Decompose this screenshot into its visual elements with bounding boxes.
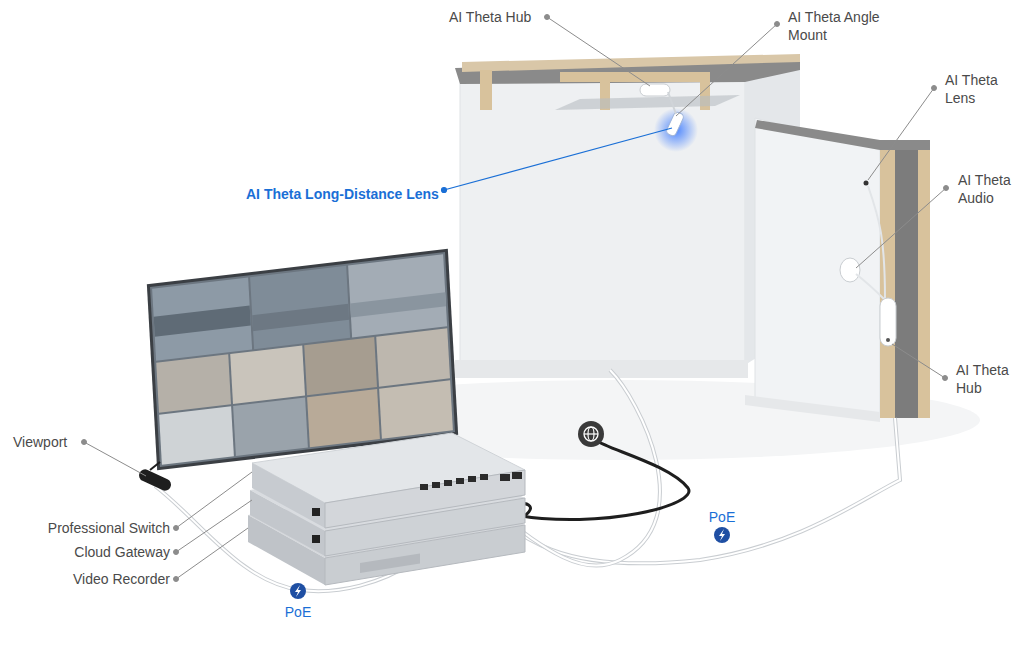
callout-label: Cloud Gateway bbox=[20, 543, 170, 561]
callout-label: Viewport bbox=[13, 433, 67, 451]
callout-label: AI Theta Hub bbox=[956, 361, 1018, 397]
callout-label: AI Theta Lens bbox=[945, 71, 1009, 107]
callout-label: AI Theta Hub bbox=[449, 8, 531, 26]
poe-label: PoE bbox=[707, 508, 737, 526]
poe-label: PoE bbox=[283, 603, 313, 621]
callout-label: Video Recorder bbox=[20, 570, 170, 588]
callout-label: Professional Switch bbox=[20, 519, 170, 537]
callout-label: AI Theta Angle Mount bbox=[788, 8, 880, 44]
callout-label: AI Theta Audio bbox=[958, 171, 1018, 207]
callout-label: AI Theta Long-Distance Lens bbox=[246, 185, 439, 203]
